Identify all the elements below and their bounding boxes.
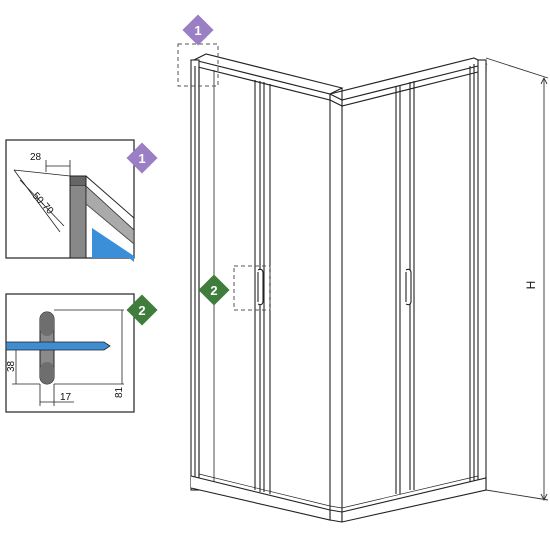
bottom-frame-left bbox=[190, 475, 331, 521]
right-door-handle bbox=[405, 268, 412, 306]
height-label: H bbox=[524, 281, 538, 290]
badge-2-main: 2 bbox=[198, 274, 230, 306]
detail-2-dim-total: 81 bbox=[114, 386, 125, 398]
detail-2-panel: 38 17 81 bbox=[5, 293, 135, 413]
badge-1-main: 1 bbox=[182, 14, 214, 46]
top-frame-right bbox=[328, 57, 488, 101]
svg-text:2: 2 bbox=[210, 283, 217, 298]
detail-1-panel: 28 50-70 bbox=[5, 139, 135, 262]
svg-text:2: 2 bbox=[138, 303, 145, 318]
detail-2-dim-width: 17 bbox=[60, 392, 72, 403]
svg-text:1: 1 bbox=[138, 151, 145, 166]
badge-2-detail: 2 bbox=[126, 294, 158, 326]
detail-2-marker-box bbox=[233, 265, 271, 311]
door-handles bbox=[257, 268, 412, 306]
right-wall-post bbox=[477, 59, 487, 491]
shower-enclosure bbox=[190, 53, 488, 523]
left-door-handle bbox=[257, 268, 264, 306]
svg-text:1: 1 bbox=[194, 23, 201, 38]
height-dimension bbox=[485, 57, 549, 502]
detail-1-marker-box bbox=[177, 43, 219, 87]
right-sliding-door bbox=[395, 81, 415, 494]
badge-1-detail: 1 bbox=[126, 142, 158, 174]
top-frame-left bbox=[192, 53, 344, 95]
corner-post bbox=[329, 100, 343, 522]
detail-2-dim-height: 38 bbox=[6, 360, 17, 372]
detail-1-dim-width: 28 bbox=[30, 152, 42, 163]
